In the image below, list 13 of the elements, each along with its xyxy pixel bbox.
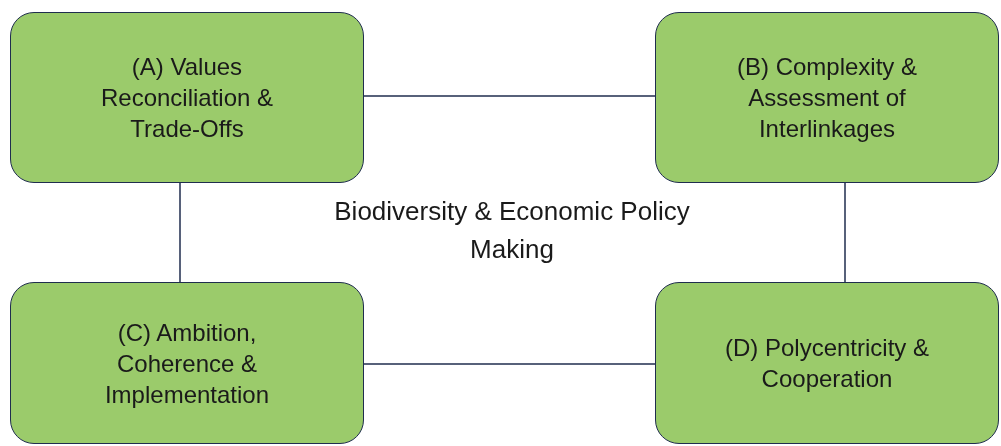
rounded-box [10, 12, 364, 183]
connector-line [179, 182, 181, 283]
connector-line [363, 95, 656, 97]
rounded-box [655, 282, 999, 444]
rounded-box [655, 12, 999, 183]
box-text: (A) Values Reconciliation & Trade-Offs [99, 52, 275, 144]
center-title: Biodiversity & Economic Policy Making [333, 195, 691, 266]
box-text: (B) Complexity & Assessment of Interlinkages [735, 52, 918, 144]
connector-line [363, 363, 656, 365]
box-text: (C) Ambition, Coherence & Implementation [103, 317, 271, 410]
box-text: (D) Polycentricity & Cooperation [723, 333, 930, 394]
connector-line [844, 182, 846, 283]
rounded-box [10, 282, 364, 444]
